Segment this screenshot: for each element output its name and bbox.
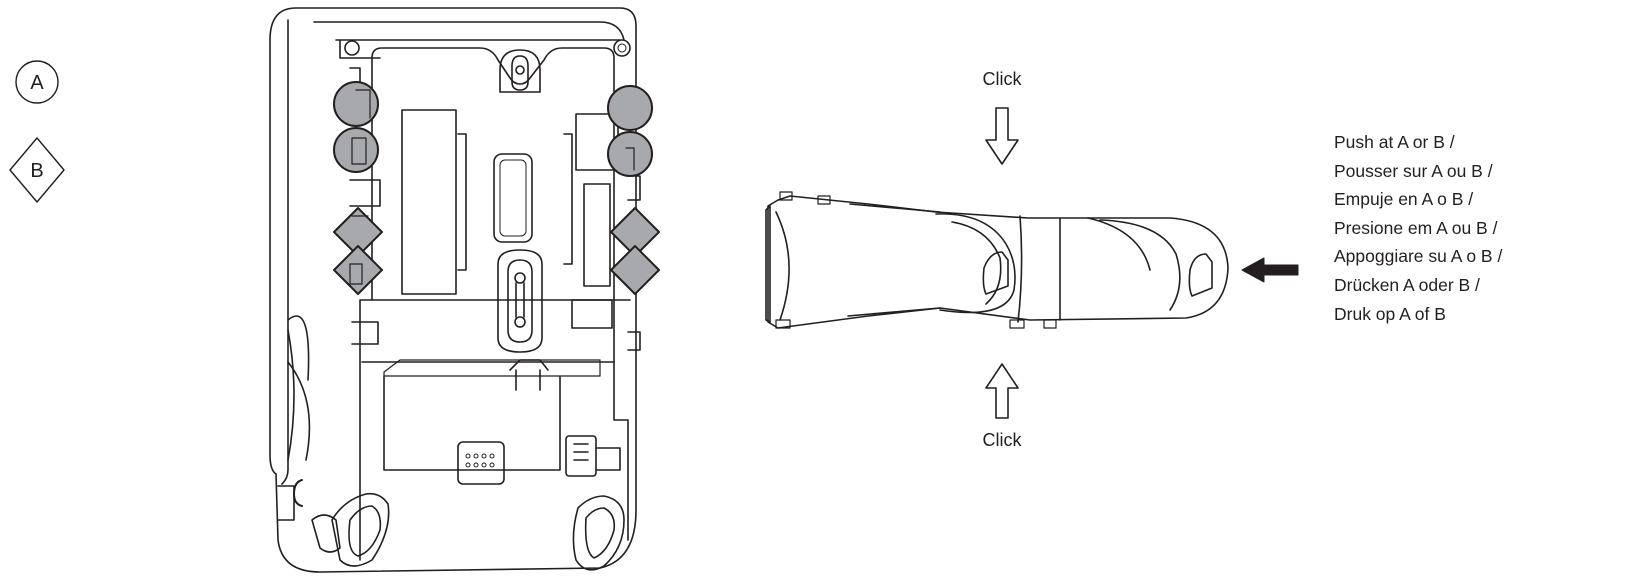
- click-label-top: Click: [983, 69, 1023, 89]
- markers-b: [333, 207, 660, 295]
- foot-right: [572, 495, 625, 571]
- instruction-line-nl: Druk op A of B: [1334, 303, 1446, 324]
- latch-c-icon: [293, 479, 303, 507]
- instruction-line-fr: Pousser sur A ou B /: [1334, 160, 1493, 181]
- legend-circle-icon: [15, 60, 59, 104]
- marker-a-circle: [333, 81, 379, 127]
- side-clip-left: [982, 251, 1009, 295]
- legend-b: [9, 137, 65, 203]
- side-clip-right: [1188, 253, 1213, 297]
- housing-inner-edge: [281, 19, 289, 485]
- legend-a: [15, 60, 59, 104]
- device-side-view: [765, 191, 1229, 329]
- marker-b-diamond: [610, 245, 660, 295]
- legend-a-letter: A: [30, 72, 44, 94]
- corner-screw: [613, 39, 631, 57]
- click-label-bottom: Click: [983, 430, 1023, 450]
- arrow-left-push-icon: [1241, 257, 1299, 283]
- instruction-line-it: Appoggiare su A o B /: [1334, 246, 1503, 267]
- instruction-line-es: Empuje en A o B /: [1334, 189, 1474, 210]
- port-block: [457, 441, 505, 485]
- keyhole-bottom: [497, 249, 543, 353]
- device-back-view: [269, 7, 641, 573]
- foot-left: [311, 492, 390, 567]
- marker-b-diamond: [333, 245, 383, 295]
- side-connector: [565, 435, 597, 477]
- keyhole-top: [499, 49, 541, 93]
- instructions-text: Push at A or B / Pousser sur A ou B / Em…: [1334, 128, 1502, 328]
- legend-diamond-icon: [9, 137, 65, 203]
- instruction-line-pt: Presione em A ou B /: [1334, 217, 1498, 238]
- arrow-down-icon: [985, 107, 1019, 165]
- marker-a-circle: [607, 131, 653, 177]
- center-tab: [493, 153, 533, 243]
- instruction-line-de: Drücken A oder B /: [1334, 274, 1480, 295]
- legend-b-letter: B: [30, 160, 43, 182]
- side-left-flange: [767, 195, 941, 329]
- mounting-plate: [359, 47, 629, 561]
- device-housing: [269, 7, 637, 573]
- marker-a-circle: [607, 85, 653, 131]
- markers-a: [333, 81, 653, 177]
- panel-left: [401, 109, 457, 295]
- arrow-up-icon: [985, 363, 1019, 419]
- marker-a-circle: [333, 127, 379, 173]
- instruction-line-en: Push at A or B /: [1334, 132, 1455, 152]
- port-pins: [465, 453, 495, 468]
- side-main-body: [935, 211, 1229, 321]
- connector-recess: [383, 375, 561, 471]
